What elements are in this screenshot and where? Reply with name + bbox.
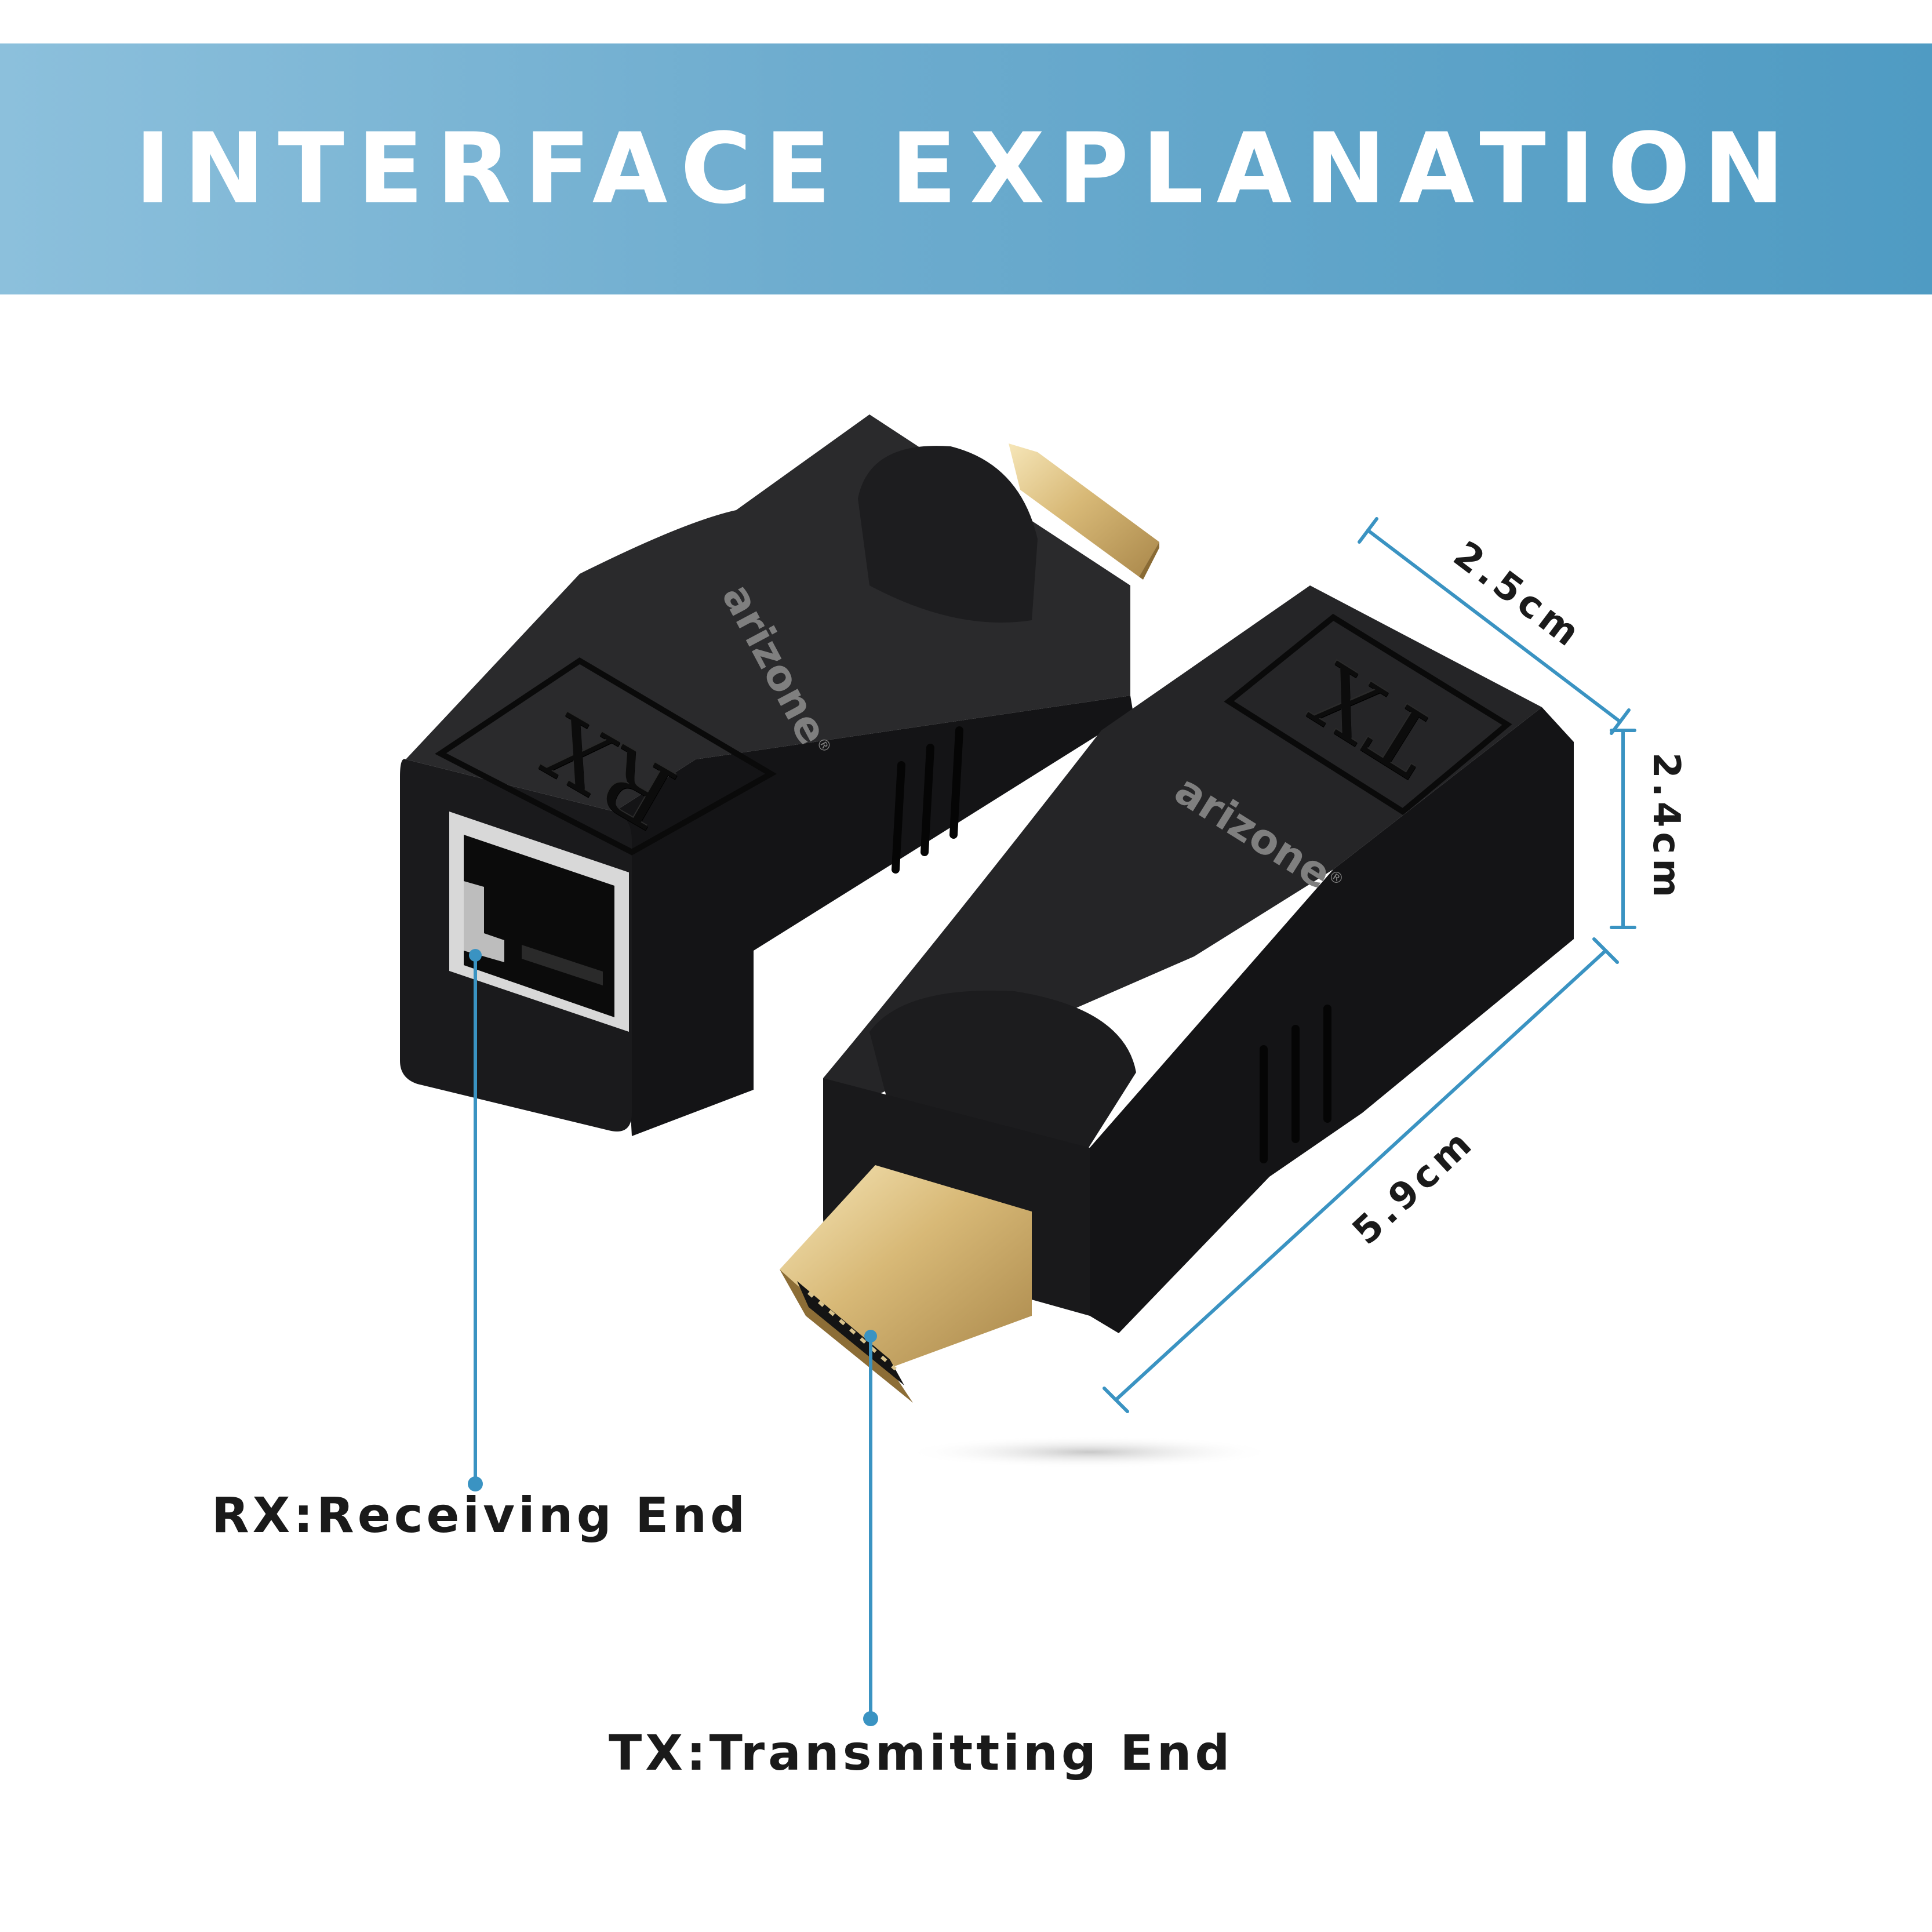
- rx-leader-anchor: [469, 949, 482, 962]
- rx-callout-label: RX:Receiving End: [212, 1487, 749, 1544]
- header-banner: INTERFACE EXPLANATION: [0, 43, 1932, 294]
- rx-side-panel: [614, 696, 1133, 1136]
- floor-shadow: [904, 1436, 1275, 1468]
- rx-device: [400, 414, 1159, 1136]
- dimension-lines: [1103, 517, 1636, 1413]
- tx-device: [780, 585, 1574, 1403]
- tx-side-panel: [1090, 707, 1574, 1333]
- rx-leader-dot: [468, 1476, 483, 1491]
- dim-line-length: [1114, 949, 1607, 1402]
- tx-leader-anchor: [864, 1330, 877, 1342]
- page-title: INTERFACE EXPLANATION: [134, 112, 1798, 225]
- tx-top-surface: [823, 585, 1542, 1096]
- tx-hdmi-plug: [780, 1165, 1032, 1403]
- callout-leaders: [474, 955, 872, 1717]
- dim-line-width: [1366, 529, 1622, 723]
- rj45-port: [449, 812, 629, 1032]
- tx-leader-dot: [863, 1711, 878, 1726]
- dimension-height-label: 2.4cm: [1644, 752, 1687, 902]
- rx-hdmi-plug: [1009, 443, 1159, 577]
- tx-callout-label: TX:Transmitting End: [609, 1724, 1234, 1781]
